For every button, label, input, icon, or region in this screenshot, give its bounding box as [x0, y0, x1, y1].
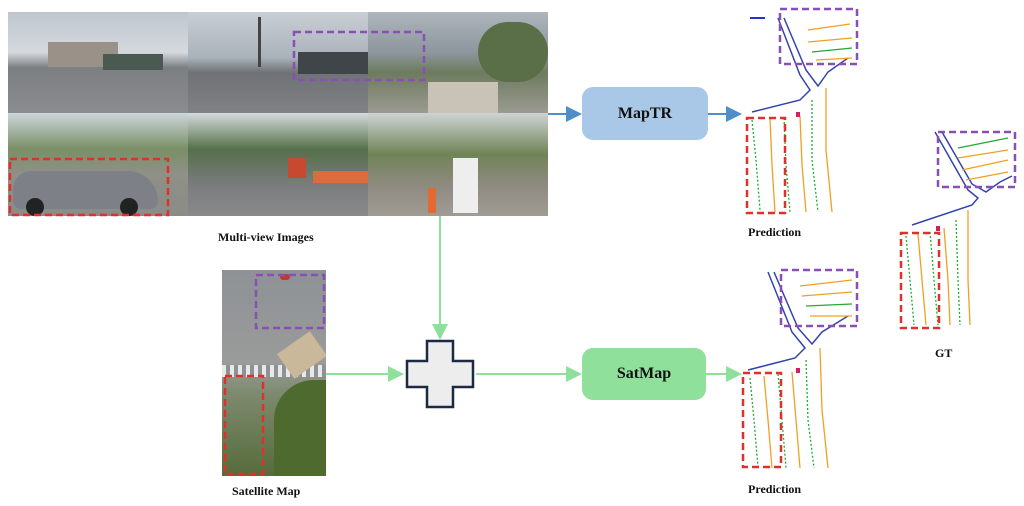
camera-back-left: [8, 113, 188, 216]
satellite-map: [222, 270, 326, 476]
camera-front-left: [8, 12, 188, 113]
plus-icon: [405, 339, 475, 409]
camera-back-right: [368, 113, 548, 216]
prediction-map-bottom: [741, 268, 859, 469]
highlight-box-purple-pred-bottom: [779, 268, 859, 328]
highlight-box-purple-satellite: [254, 273, 326, 330]
highlight-box-red-satellite: [223, 374, 265, 476]
caption-gt: GT: [935, 346, 953, 360]
highlight-box-red-camera: [8, 157, 170, 217]
highlight-box-red-gt: [899, 231, 941, 330]
maptr-box[interactable]: MapTR: [582, 87, 708, 140]
gt-map: [899, 130, 1017, 330]
highlight-box-purple-gt: [936, 130, 1017, 189]
highlight-box-purple-camera: [292, 30, 426, 82]
camera-back: [188, 113, 368, 216]
caption-prediction-top: Prediction: [748, 225, 802, 239]
highlight-box-purple-pred-top: [778, 7, 859, 66]
multiview-images: [8, 12, 548, 216]
caption-multiview-images: Multi-view Images: [218, 230, 314, 244]
camera-front-right: [368, 12, 548, 113]
caption-prediction-bottom: Prediction: [748, 482, 802, 496]
prediction-map-top: [745, 7, 859, 215]
highlight-box-red-pred-bottom: [741, 371, 783, 469]
satmap-box[interactable]: SatMap: [582, 348, 706, 400]
caption-satellite-map: Satellite Map: [232, 484, 301, 498]
camera-front: [188, 12, 368, 113]
